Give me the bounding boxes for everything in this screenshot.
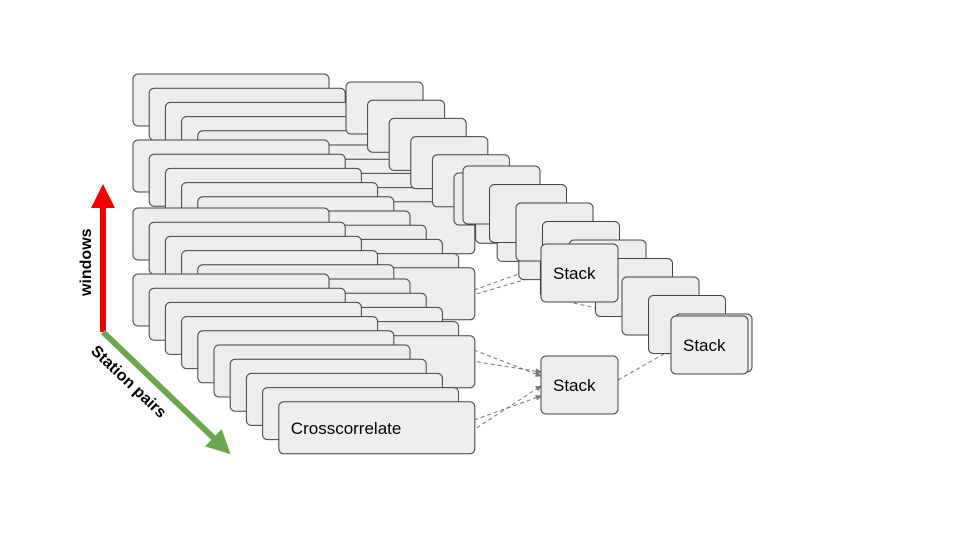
dependency-connector xyxy=(617,349,672,381)
stack-node-rect xyxy=(540,243,619,303)
stack-node: Stack xyxy=(540,243,619,303)
stack-node-label: Stack xyxy=(553,376,596,395)
stack-node-label: Stack xyxy=(553,264,596,283)
dependency-connector xyxy=(473,394,542,421)
crosscorrelate-node: Crosscorrelate xyxy=(278,401,476,455)
dependency-connector xyxy=(559,299,651,322)
crosscorrelate-node-rect xyxy=(278,401,476,455)
stack-node-rect xyxy=(540,355,619,415)
stack-node: Stack xyxy=(670,315,749,375)
stack-node-label: Stack xyxy=(683,336,726,355)
dependency-connector xyxy=(476,385,542,429)
dependency-connector xyxy=(473,349,542,377)
station-pairs-axis-arrow xyxy=(100,329,231,455)
crosscorrelate-node-label: Crosscorrelate xyxy=(291,419,402,438)
windows-axis-label: windows xyxy=(78,228,95,297)
dependency-connector xyxy=(476,361,542,375)
node-layer: CrosscorrelateCrosscorrelateCrosscorrela… xyxy=(132,73,753,455)
stack-node: Stack xyxy=(540,355,619,415)
stack-node-rect xyxy=(670,315,749,375)
